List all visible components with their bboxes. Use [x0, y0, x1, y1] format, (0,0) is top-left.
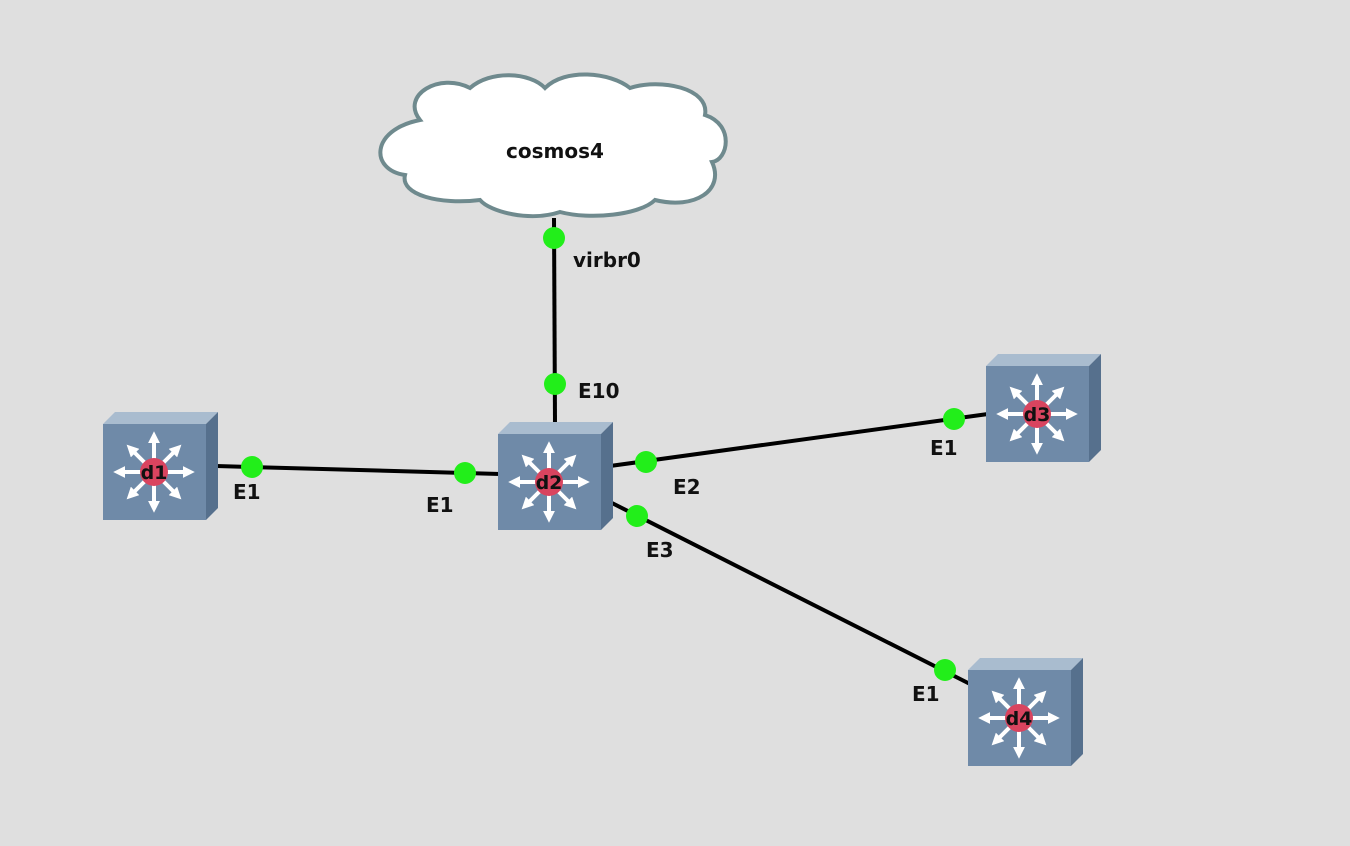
port-dot-d1-e1[interactable] [241, 456, 263, 478]
port-dot-cosmos4-virbr0[interactable] [543, 227, 565, 249]
switch-node-d3[interactable]: d3 [986, 354, 1101, 462]
port-label-d2-e2: E2 [673, 475, 701, 499]
port-label-d3-e1: E1 [930, 436, 958, 460]
port-label-d2-e10: E10 [578, 379, 620, 403]
port-dot-d4-e1[interactable] [934, 659, 956, 681]
port-label-d2-e1: E1 [426, 493, 454, 517]
node-label-d3: d3 [1024, 404, 1051, 426]
cloud-icon [378, 72, 728, 219]
node-label-d1: d1 [141, 462, 168, 484]
port-label-cosmos4-virbr0: virbr0 [573, 248, 641, 272]
port-dot-d2-e2[interactable] [635, 451, 657, 473]
node-label-d4: d4 [1006, 708, 1033, 730]
link-d2-d3[interactable] [609, 412, 989, 468]
switch-node-d4[interactable]: d4 [968, 658, 1083, 766]
port-dot-d2-e1[interactable] [454, 462, 476, 484]
cloud-label: cosmos4 [506, 139, 604, 163]
port-dot-d2-e10[interactable] [544, 373, 566, 395]
cloud-node-cosmos4[interactable]: cosmos4 [378, 72, 728, 219]
link-d2-d4[interactable] [609, 500, 971, 686]
link-d1-d2[interactable] [215, 464, 501, 476]
port-labels: virbr0 E10 E1 E1 E2 E1 E3 E1 [233, 248, 958, 706]
ports [241, 227, 965, 681]
switch-node-d1[interactable]: d1 [103, 412, 218, 520]
port-label-d2-e3: E3 [646, 538, 674, 562]
port-label-d4-e1: E1 [912, 682, 940, 706]
port-label-d1-e1: E1 [233, 480, 261, 504]
switch-node-d2[interactable]: d2 [498, 422, 613, 530]
node-label-d2: d2 [536, 472, 563, 494]
port-dot-d2-e3[interactable] [626, 505, 648, 527]
port-dot-d3-e1[interactable] [943, 408, 965, 430]
